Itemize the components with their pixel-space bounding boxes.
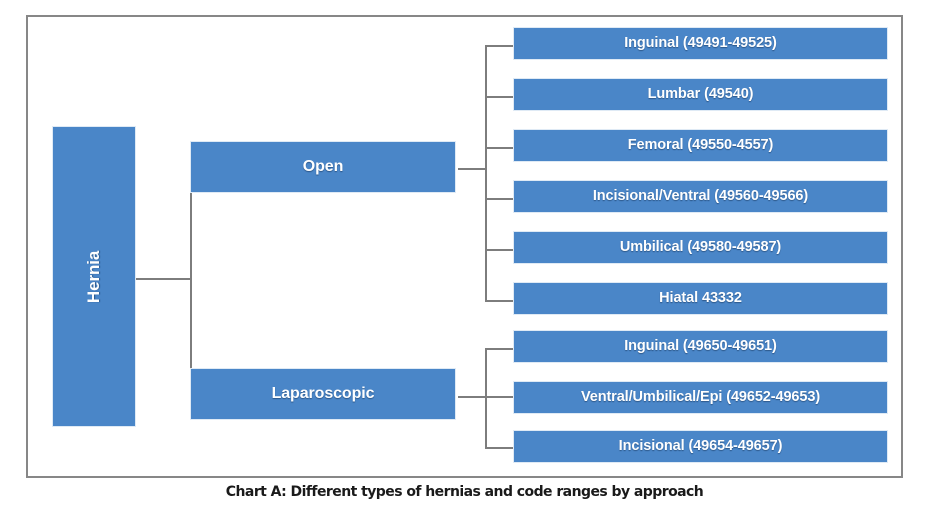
node-open[interactable]: Open xyxy=(190,141,456,193)
connector-open-leaf-3 xyxy=(485,147,516,149)
connector-open-leaf-6 xyxy=(485,300,516,302)
connector-open-leaf-1 xyxy=(485,45,516,47)
connector-laparoscopic-leaf-1 xyxy=(485,348,516,350)
node-open-hiatal[interactable]: Hiatal 43332 xyxy=(513,282,888,315)
node-open-label: Open xyxy=(302,157,344,175)
node-laparoscopic-ventral-umbilical-epi-label: Ventral/Umbilical/Epi (49652-49653) xyxy=(580,388,821,405)
node-open-lumbar-label: Lumbar (49540) xyxy=(647,85,754,102)
connector-root-stub xyxy=(136,278,192,280)
node-open-incisional-ventral-label: Incisional/Ventral (49560-49566) xyxy=(592,187,809,204)
figure-caption: Chart A: Different types of hernias and … xyxy=(225,484,704,500)
connector-open-leaf-4 xyxy=(485,198,516,200)
node-laparoscopic-incisional[interactable]: Incisional (49654-49657) xyxy=(513,430,888,463)
node-hernia[interactable]: Hernia xyxy=(52,126,136,427)
node-laparoscopic-incisional-label: Incisional (49654-49657) xyxy=(618,437,783,454)
node-hernia-label: Hernia xyxy=(84,250,104,303)
connector-open-trunk xyxy=(485,45,487,300)
connector-open-leaf-5 xyxy=(485,249,516,251)
node-laparoscopic[interactable]: Laparoscopic xyxy=(190,368,456,420)
node-open-hiatal-label: Hiatal 43332 xyxy=(659,289,742,306)
node-open-inguinal-label: Inguinal (49491-49525) xyxy=(624,34,777,51)
connector-laparoscopic-leaf-2 xyxy=(485,396,516,398)
connector-laparoscopic-stub xyxy=(458,396,486,398)
node-open-umbilical-label: Umbilical (49580-49587) xyxy=(619,238,782,255)
node-laparoscopic-label: Laparoscopic xyxy=(271,384,375,402)
connector-open-stub xyxy=(458,168,486,170)
node-open-umbilical[interactable]: Umbilical (49580-49587) xyxy=(513,231,888,264)
node-open-femoral-label: Femoral (49550-4557) xyxy=(627,136,774,153)
node-laparoscopic-ventral-umbilical-epi[interactable]: Ventral/Umbilical/Epi (49652-49653) xyxy=(513,381,888,414)
node-laparoscopic-inguinal-label: Inguinal (49650-49651) xyxy=(624,337,777,354)
node-open-incisional-ventral[interactable]: Incisional/Ventral (49560-49566) xyxy=(513,180,888,213)
connector-laparoscopic-leaf-3 xyxy=(485,447,516,449)
node-open-inguinal[interactable]: Inguinal (49491-49525) xyxy=(513,27,888,60)
node-laparoscopic-inguinal[interactable]: Inguinal (49650-49651) xyxy=(513,330,888,363)
connector-root-trunk xyxy=(190,168,192,396)
node-open-femoral[interactable]: Femoral (49550-4557) xyxy=(513,129,888,162)
node-open-lumbar[interactable]: Lumbar (49540) xyxy=(513,78,888,111)
connector-open-leaf-2 xyxy=(485,96,516,98)
